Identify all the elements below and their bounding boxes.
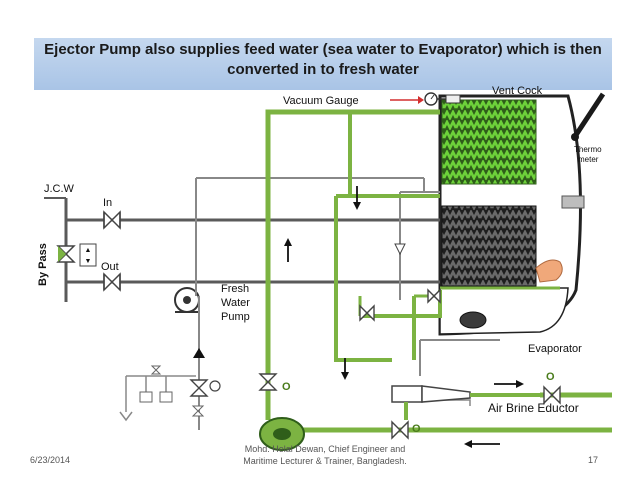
flow-arrow-left bbox=[464, 440, 472, 448]
sea-water-feed-pipe bbox=[334, 196, 392, 362]
brine-area bbox=[439, 287, 569, 335]
sea-water-main-pipe bbox=[265, 109, 440, 420]
footer-author-line-2: Maritime Lecturer & Trainer, Bangladesh. bbox=[243, 456, 407, 466]
fresh-water-check-arrow bbox=[193, 348, 205, 358]
label-evaporator: Evaporator bbox=[528, 343, 582, 355]
label-fresh-water-pump-1: Fresh bbox=[221, 283, 249, 295]
pump-discharge-valve bbox=[258, 373, 278, 391]
label-thermometer-2: meter bbox=[578, 155, 599, 164]
flow-arrow-right bbox=[516, 380, 524, 388]
jcw-out-valve bbox=[103, 272, 121, 292]
fresh-water-valve bbox=[189, 379, 209, 397]
svg-text:▲: ▲ bbox=[85, 247, 92, 254]
feed-valve bbox=[359, 304, 375, 322]
label-out: Out bbox=[101, 261, 119, 273]
slide-title: Ejector Pump also supplies feed water (s… bbox=[34, 40, 612, 80]
svg-text:▼: ▼ bbox=[85, 258, 92, 265]
air-brine-eductor-body bbox=[391, 385, 423, 403]
flow-arrow-down-2 bbox=[341, 372, 349, 380]
valve-mark-3: O bbox=[546, 371, 555, 383]
title-line-1: Ejector Pump also supplies feed water (s… bbox=[44, 41, 602, 58]
footer-author-line-1: Mohd. Helal Dewan, Chief Engineer and bbox=[244, 444, 406, 454]
label-vacuum-gauge: Vacuum Gauge bbox=[283, 95, 359, 107]
title-line-2: converted in to fresh water bbox=[227, 61, 419, 78]
condenser-coil bbox=[441, 99, 537, 185]
eductor-supply-valve bbox=[391, 420, 409, 440]
footer-author: Mohd. Helal Dewan, Chief Engineer and Ma… bbox=[215, 443, 435, 467]
thermometer-pocket bbox=[561, 195, 585, 209]
label-fresh-water-pump-3: Pump bbox=[221, 311, 250, 323]
drain-fitting bbox=[459, 311, 487, 329]
heater-coil bbox=[441, 205, 537, 287]
vent-cock bbox=[445, 94, 461, 104]
overboard-valve bbox=[543, 385, 561, 405]
label-vent-cock: Vent Cock bbox=[492, 85, 543, 97]
hand-icon bbox=[535, 259, 563, 283]
footer-date: 6/23/2014 bbox=[30, 455, 71, 465]
label-thermometer-1: Thermo bbox=[574, 145, 602, 154]
pressure-gauge-icon bbox=[209, 380, 221, 392]
thermometer-icon bbox=[571, 92, 606, 140]
title-band bbox=[34, 38, 612, 90]
label-by-pass: By Pass bbox=[37, 243, 49, 286]
flow-arrow-up bbox=[284, 238, 292, 246]
jcw-in-valve bbox=[103, 210, 121, 230]
label-fresh-water-pump-2: Water bbox=[221, 297, 250, 309]
flow-arrow-down-1 bbox=[353, 202, 361, 210]
valve-mark-2: O bbox=[412, 423, 421, 435]
label-in: In bbox=[103, 197, 112, 209]
valve-mark-1: O bbox=[282, 381, 291, 393]
bypass-valve: ▲ ▼ bbox=[56, 243, 97, 267]
label-jcw: J.C.W bbox=[44, 183, 75, 195]
page-number: 17 bbox=[588, 455, 599, 465]
label-air-brine-eductor: Air Brine Eductor bbox=[488, 401, 579, 415]
